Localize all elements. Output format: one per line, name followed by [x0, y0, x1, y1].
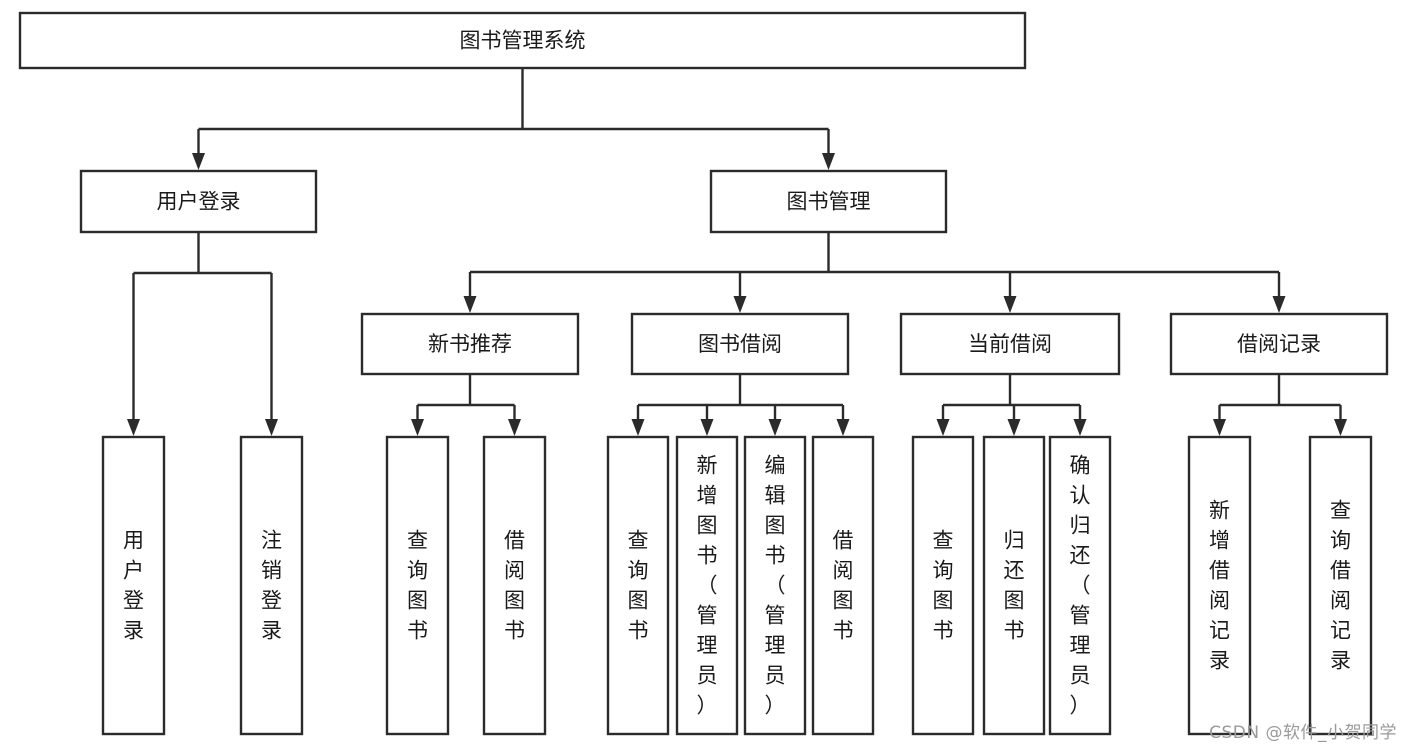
node-box — [675, 435, 739, 736]
node-box — [1308, 435, 1373, 736]
node-box — [101, 435, 166, 736]
node-label: 查询图书 — [628, 529, 649, 643]
arrow-head-icon — [733, 296, 747, 313]
node-label: 图书借阅 — [698, 332, 782, 356]
arrow-head-icon — [822, 153, 835, 170]
node-label: 用户登录 — [157, 190, 241, 214]
connector-layer — [127, 68, 1347, 436]
node-box — [1169, 312, 1389, 376]
node-label: 图书管理系统 — [460, 29, 586, 53]
arrow-head-icon — [508, 419, 521, 436]
node-label: 编辑图书（管理员） — [765, 454, 786, 718]
node-box — [899, 312, 1121, 376]
arrow-head-icon — [1213, 419, 1226, 436]
node-label: 查询图书 — [407, 529, 428, 643]
node-label: 注销登录 — [261, 529, 282, 643]
node-leaf-rec-borrow[interactable]: 借阅图书 — [482, 435, 547, 736]
node-box — [1187, 435, 1252, 736]
arrow-head-icon — [631, 419, 645, 436]
node-label: 确认归还（管理员） — [1070, 454, 1091, 718]
arrow-head-icon — [192, 153, 205, 170]
node-box — [630, 312, 850, 376]
arrow-head-icon — [265, 419, 278, 436]
node-book-borrow[interactable]: 图书借阅 — [630, 312, 850, 376]
node-new-book-rec[interactable]: 新书推荐 — [360, 312, 580, 376]
node-label: 新增借阅记录 — [1209, 499, 1230, 673]
node-leaf-logout[interactable]: 注销登录 — [239, 435, 304, 736]
node-leaf-borrow-do[interactable]: 借阅图书 — [811, 435, 875, 736]
node-root[interactable]: 图书管理系统 — [18, 11, 1027, 70]
node-leaf-cur-confirm[interactable]: 确认归还（管理员） — [1048, 435, 1112, 736]
node-box — [911, 435, 975, 736]
node-label: 归还图书 — [1004, 529, 1025, 643]
node-leaf-borrow-add[interactable]: 新增图书（管理员） — [675, 435, 739, 736]
arrow-head-icon — [463, 296, 477, 313]
node-box — [606, 435, 670, 736]
node-box — [1048, 435, 1112, 736]
node-label: 用户登录 — [123, 529, 144, 643]
node-layer: 图书管理系统用户登录图书管理新书推荐图书借阅当前借阅借阅记录用户登录注销登录查询… — [18, 11, 1389, 736]
node-leaf-borrow-edit[interactable]: 编辑图书（管理员） — [743, 435, 807, 736]
arrow-head-icon — [1007, 419, 1021, 436]
node-leaf-cur-query[interactable]: 查询图书 — [911, 435, 975, 736]
node-box — [385, 435, 450, 736]
node-label: 借阅图书 — [833, 529, 854, 643]
node-label: 借阅记录 — [1237, 332, 1321, 356]
arrow-head-icon — [411, 419, 424, 436]
node-leaf-cur-return[interactable]: 归还图书 — [982, 435, 1046, 736]
node-borrow-record[interactable]: 借阅记录 — [1169, 312, 1389, 376]
node-box — [743, 435, 807, 736]
node-label: 图书管理 — [787, 190, 871, 214]
arrow-head-icon — [1334, 419, 1347, 436]
node-box — [482, 435, 547, 736]
node-label: 查询图书 — [933, 529, 954, 643]
node-current-borrow[interactable]: 当前借阅 — [899, 312, 1121, 376]
arrow-head-icon — [127, 419, 140, 436]
node-book-manage[interactable]: 图书管理 — [709, 169, 948, 234]
arrow-head-icon — [700, 419, 714, 436]
node-leaf-rec-add[interactable]: 新增借阅记录 — [1187, 435, 1252, 736]
arrow-head-icon — [1003, 296, 1017, 313]
arrow-head-icon — [1073, 419, 1087, 436]
arrow-head-icon — [768, 419, 782, 436]
node-box — [982, 435, 1046, 736]
node-box — [18, 11, 1027, 70]
node-leaf-user-login[interactable]: 用户登录 — [101, 435, 166, 736]
node-label: 新增图书（管理员） — [697, 454, 718, 718]
node-label: 查询借阅记录 — [1330, 499, 1351, 673]
node-box — [239, 435, 304, 736]
node-label: 借阅图书 — [504, 529, 525, 643]
node-leaf-rec-search[interactable]: 查询借阅记录 — [1308, 435, 1373, 736]
node-box — [79, 169, 318, 234]
node-label: 新书推荐 — [428, 332, 512, 356]
arrow-head-icon — [936, 419, 950, 436]
arrow-head-icon — [1272, 296, 1286, 313]
node-box — [360, 312, 580, 376]
arrow-head-icon — [836, 419, 850, 436]
node-box — [811, 435, 875, 736]
node-user-login[interactable]: 用户登录 — [79, 169, 318, 234]
node-leaf-rec-query[interactable]: 查询图书 — [385, 435, 450, 736]
node-label: 当前借阅 — [968, 332, 1052, 356]
node-box — [709, 169, 948, 234]
node-leaf-borrow-query[interactable]: 查询图书 — [606, 435, 670, 736]
